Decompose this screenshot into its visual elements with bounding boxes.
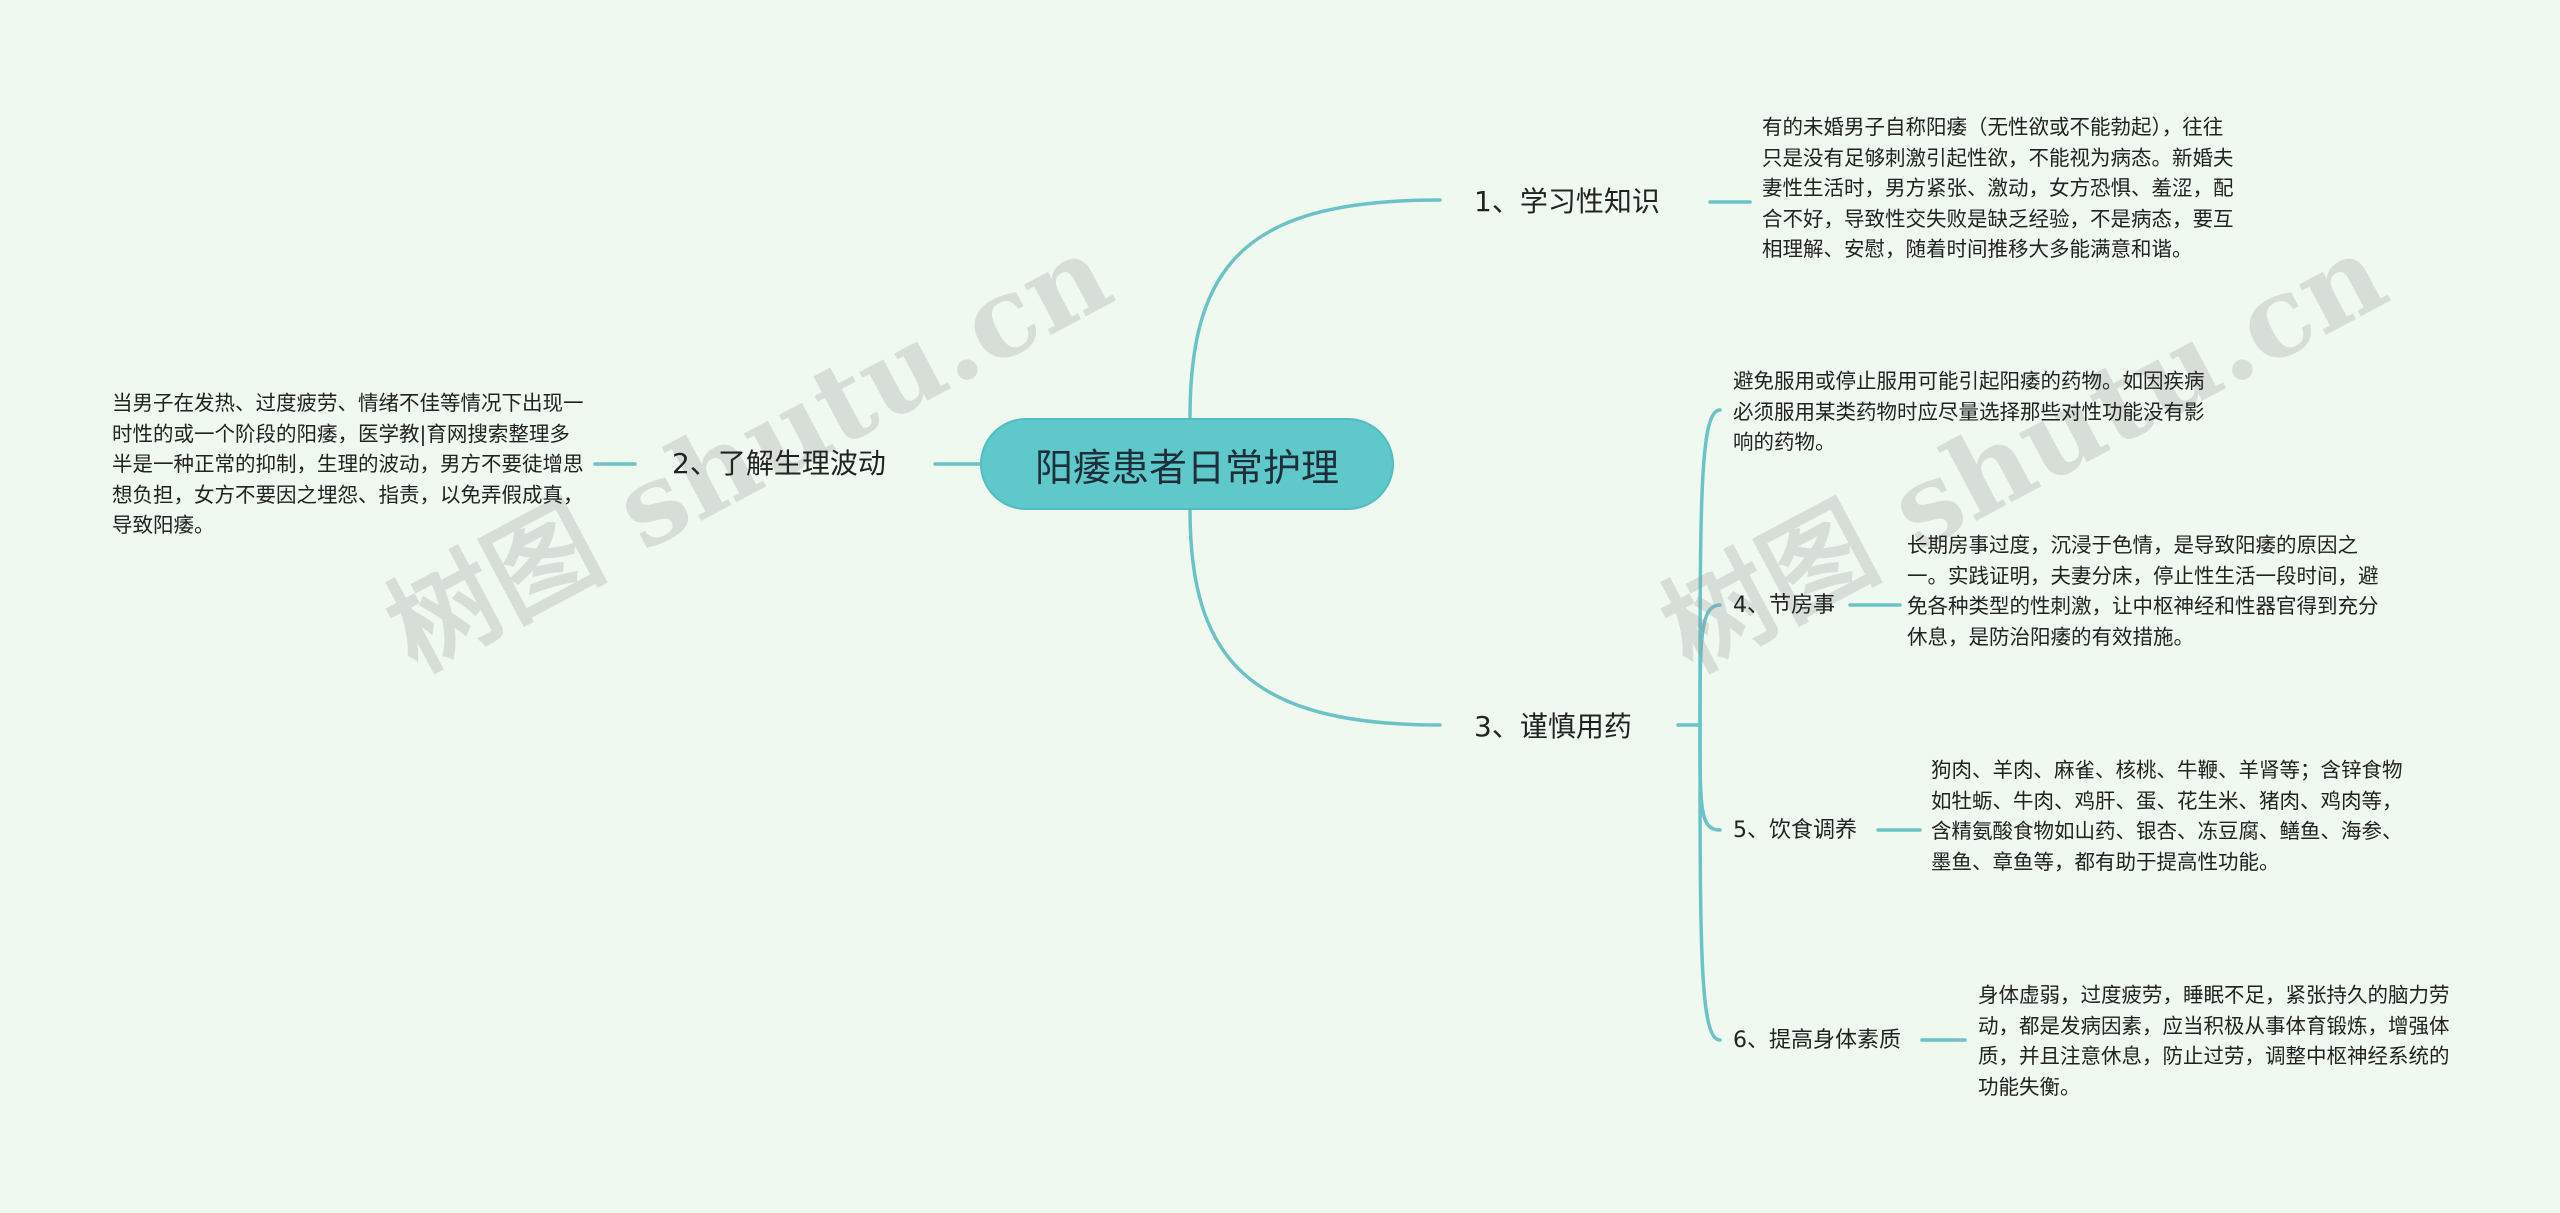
branch-3-note: 避免服用或停止服用可能引起阳痿的药物。如因疾病必须服用某类药物时应尽量选择那些对…: [1733, 369, 2205, 454]
connector-b3-child4: [1698, 603, 1722, 727]
branch-3-label[interactable]: 3、谨慎用药: [1474, 710, 1632, 743]
root-node[interactable]: 阳痿患者日常护理: [980, 418, 1394, 510]
connector-root-b1: [1188, 198, 1442, 420]
child-6-note: 身体虚弱，过度疲劳，睡眠不足，紧张持久的脑力劳动，都是发病因素，应当积极从事体育…: [1978, 983, 2450, 1099]
branch-2-label[interactable]: 2、了解生理波动: [672, 447, 886, 480]
branch-2-note: 当男子在发热、过度疲劳、情绪不佳等情况下出现一时性的或一个阶段的阳痿，医学教|育…: [112, 391, 584, 537]
child-4-note: 长期房事过度，沉浸于色情，是导致阳痿的原因之一。实践证明，夫妻分床，停止性生活一…: [1907, 533, 2379, 649]
child-5-label[interactable]: 5、饮食调养: [1733, 818, 1857, 843]
connector-b3-child6: [1698, 723, 1722, 1042]
connector-root-b3: [1188, 508, 1442, 727]
root-title: 阳痿患者日常护理: [1034, 445, 1339, 490]
child-6-label[interactable]: 6、提高身体素质: [1733, 1028, 1901, 1053]
branch-1-note: 有的未婚男子自称阳痿（无性欲或不能勃起），往往只是没有足够刺激引起性欲，不能视为…: [1762, 115, 2234, 261]
connector-b3-child5: [1698, 723, 1722, 832]
child-5-note: 狗肉、羊肉、麻雀、核桃、牛鞭、羊肾等；含锌食物如牡蛎、牛肉、鸡肝、蛋、花生米、猪…: [1931, 758, 2403, 874]
child-4-label[interactable]: 4、节房事: [1733, 593, 1835, 618]
connector-b3-note: [1698, 408, 1722, 727]
branch-1-label[interactable]: 1、学习性知识: [1474, 185, 1660, 218]
